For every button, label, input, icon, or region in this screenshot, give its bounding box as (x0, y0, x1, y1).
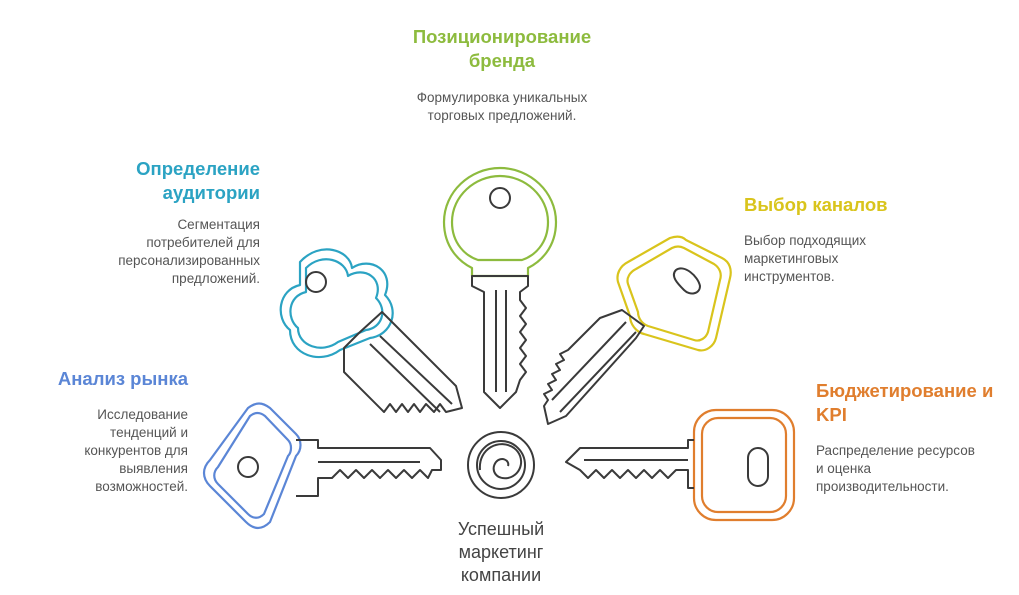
budget-title: Бюджетирование и KPI (816, 380, 994, 425)
budget-key-icon (565, 408, 796, 522)
budget-description: Распределение ресурсов и оценка производ… (816, 443, 975, 494)
brand-key-icon (442, 166, 558, 409)
audience-key-icon (279, 248, 463, 413)
market-description: Исследование тенденций и конкурентов для… (84, 407, 188, 494)
market-key-icon (202, 402, 442, 530)
hub-spiral-icon (467, 431, 535, 499)
audience-description: Сегментация потребителей для персонализи… (118, 217, 260, 286)
channels-key-icon (543, 235, 732, 425)
brand-title: Позиционирование бренда (412, 26, 592, 71)
brand-description: Формулировка уникальных торговых предлож… (416, 90, 588, 123)
market-title: Анализ рынка (57, 368, 188, 389)
audience-title: Определение аудитории (136, 158, 260, 203)
center-label: Успешный маркетинг компании (457, 519, 545, 585)
channels-description: Выбор подходящих маркетинговых инструмен… (744, 233, 867, 284)
channels-title: Выбор каналов (744, 194, 888, 215)
